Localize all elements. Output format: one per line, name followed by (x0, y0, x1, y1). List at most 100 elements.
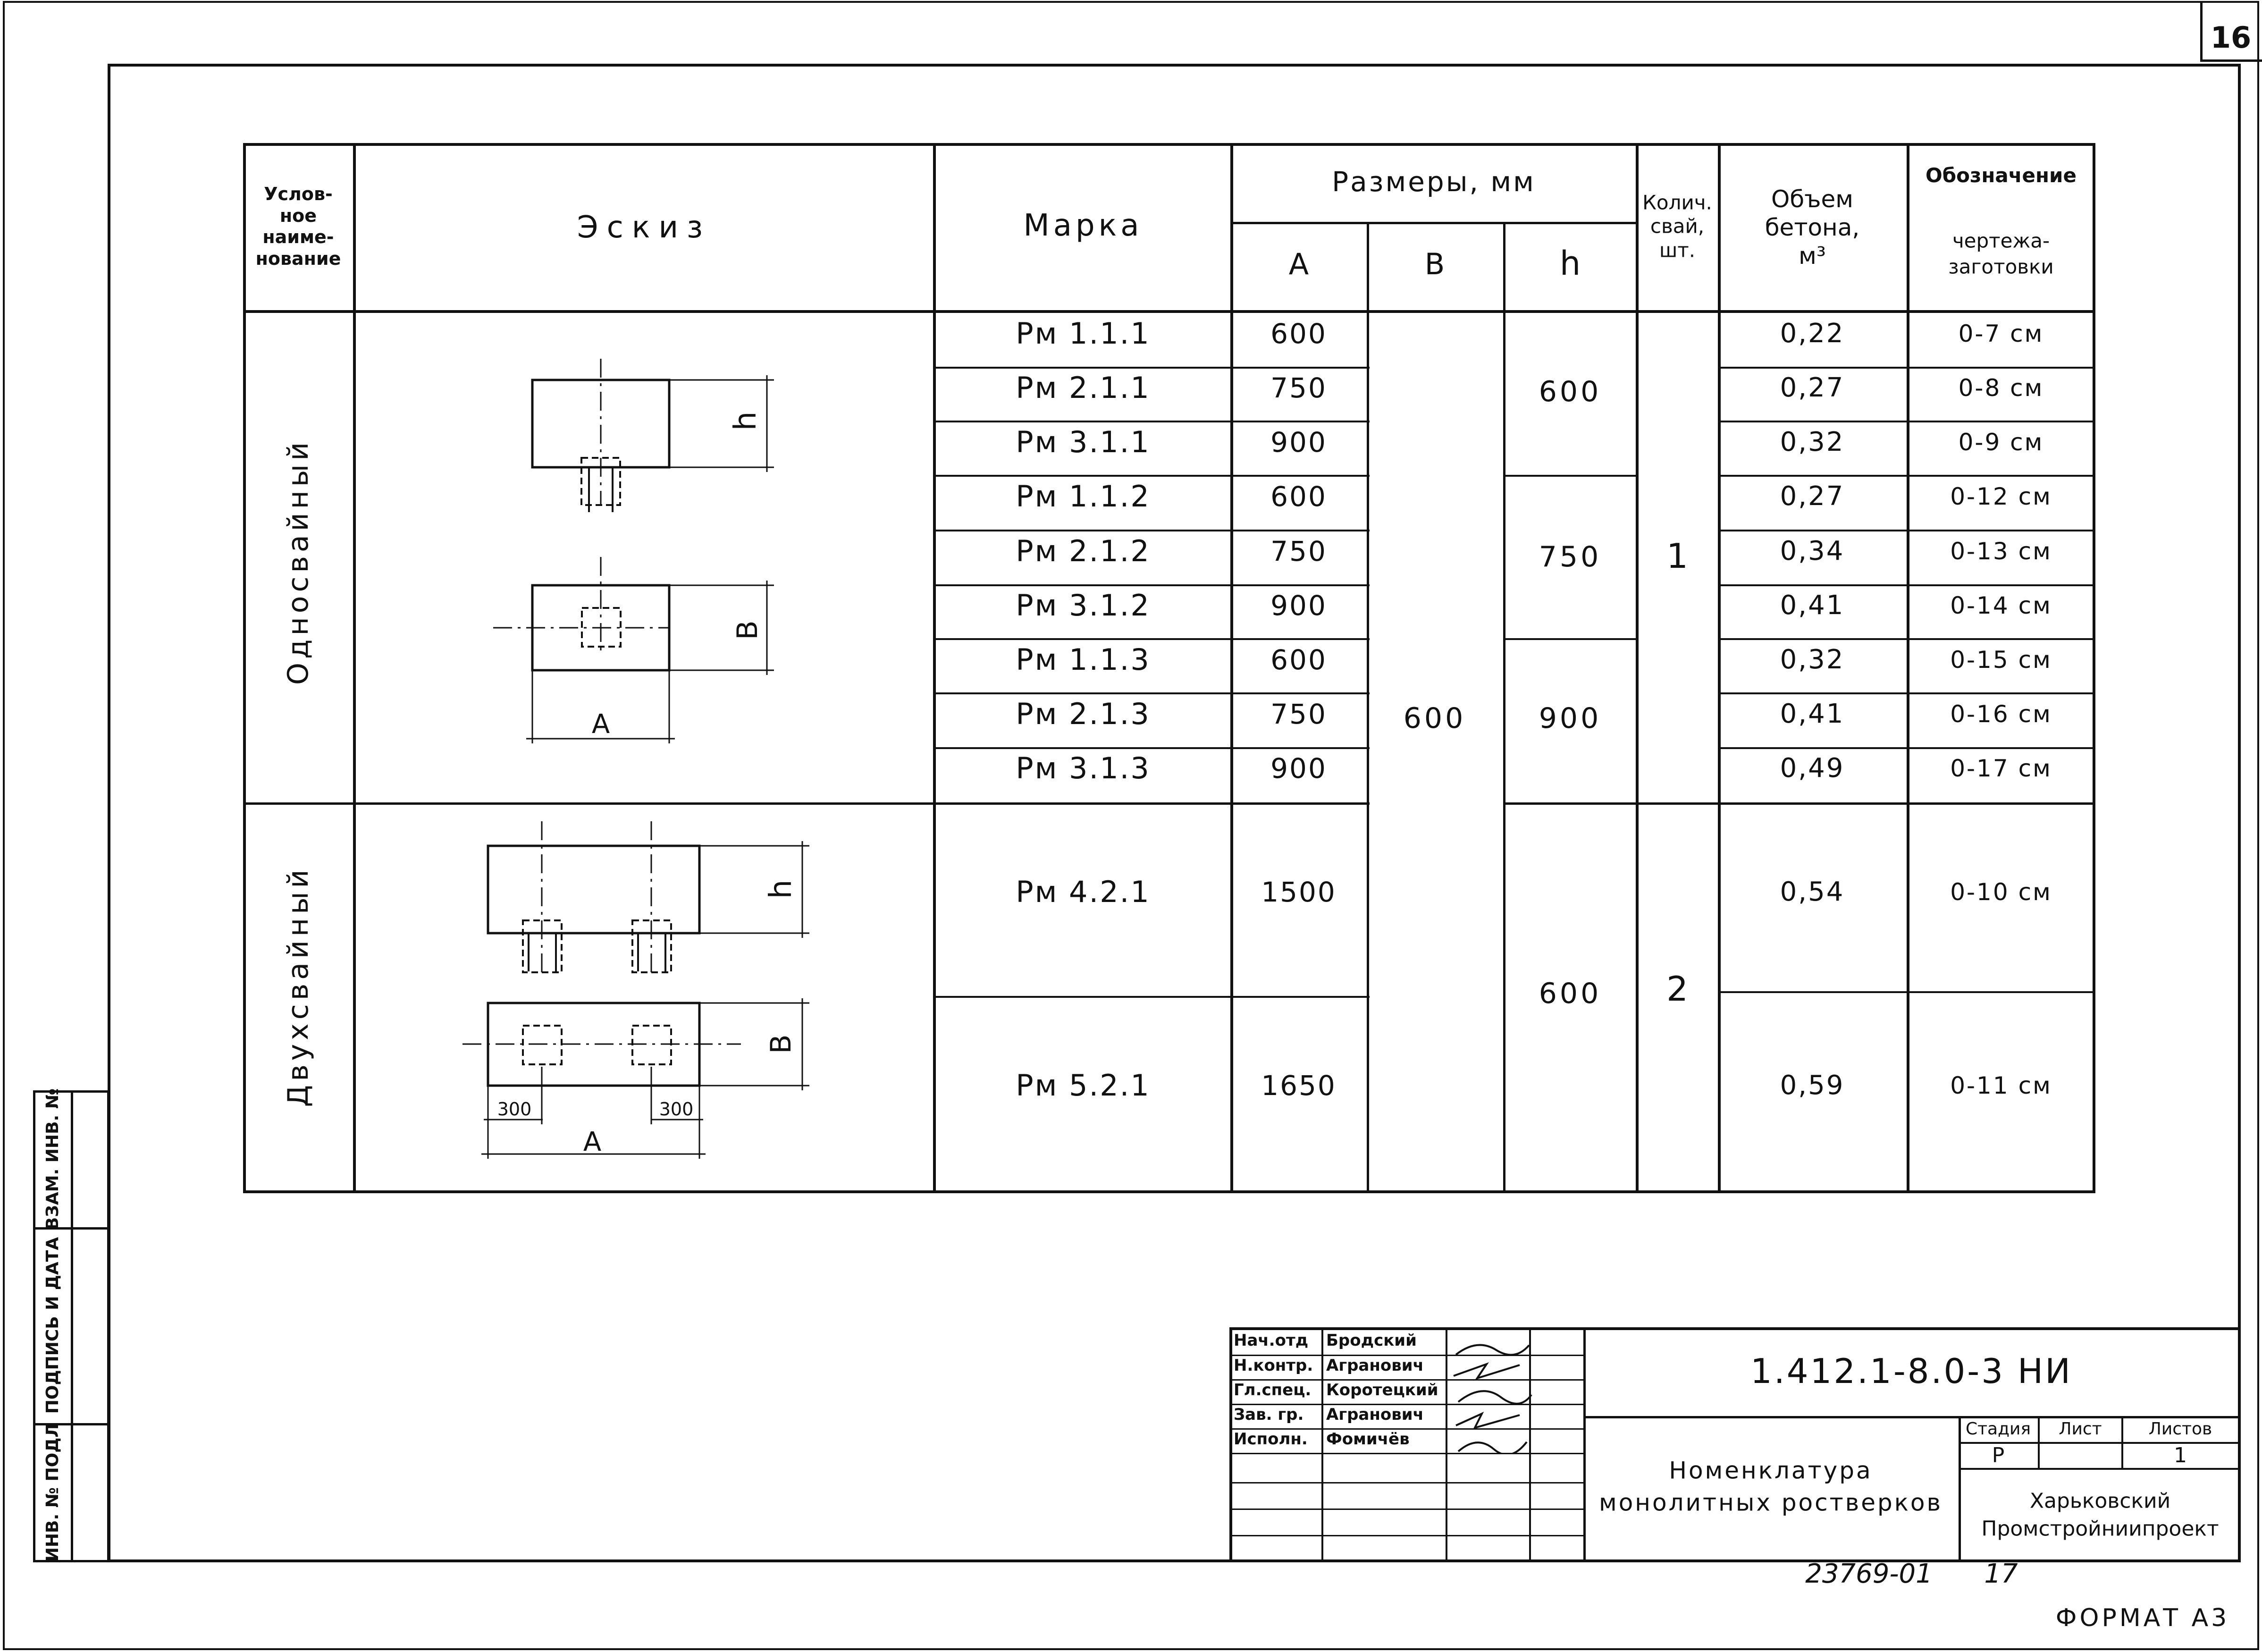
row-volume: 0,49 (1780, 753, 1845, 784)
signature-role: Зав. гр. (1234, 1405, 1304, 1424)
row-volume: 0,34 (1780, 536, 1845, 566)
sketch-single-plan: B A (472, 557, 802, 757)
sketch-double-plan: B A 300 300 (458, 991, 816, 1163)
sketch-label-h: h (728, 411, 763, 431)
piles-double: 2 (1666, 969, 1688, 1009)
outer-frame (3, 1, 2259, 1650)
row-designation: 0-7 см (1958, 320, 2044, 347)
stage-label: Стадия (1965, 1419, 2031, 1439)
sheet-label: Лист (2059, 1419, 2102, 1439)
row-volume: 0,32 (1780, 427, 1845, 457)
signature-scribbles (1453, 1344, 1532, 1454)
signature-name: Агранович (1326, 1405, 1424, 1424)
dim-h-600: 600 (1539, 375, 1602, 408)
sheets-value: 1 (2174, 1443, 2187, 1467)
sketch-label-a: A (591, 709, 610, 740)
stage-value: Р (1992, 1443, 2005, 1467)
archive-page: 17 (1984, 1559, 2018, 1589)
group-name-double: Двухсвайный (282, 866, 315, 1107)
document-title: Номенклатура монолитных ростверков (1599, 1457, 1942, 1517)
row-dim-a: 600 (1270, 644, 1327, 676)
header-dim-b: В (1424, 247, 1445, 281)
row-dim-a: 750 (1270, 535, 1327, 567)
group-name-single: Односвайный (282, 438, 315, 685)
dim-h-750: 750 (1539, 540, 1602, 573)
sketch-double-elevation: h (458, 821, 816, 993)
drawing-frame (108, 64, 2241, 1562)
row-designation: 0-8 см (1958, 374, 2044, 402)
row-mark: Рм 1.1.1 (1016, 316, 1151, 351)
sketch-single-elevation: h (472, 349, 802, 521)
row-dim-a: 600 (1270, 480, 1327, 513)
row-dim-a: 900 (1270, 590, 1327, 622)
sheets-label: Листов (2148, 1419, 2212, 1439)
row-designation: 0-14 см (1950, 592, 2052, 619)
stamp-signature-date: ПОДПИСЬ И ДАТА (43, 1237, 62, 1414)
row-designation: 0-9 см (1958, 429, 2044, 456)
row-mark: Рм 5.2.1 (1016, 1068, 1151, 1103)
header-volume: Объем бетона, м³ (1765, 185, 1860, 270)
sketch-label-b-double: B (765, 1034, 798, 1054)
row-volume: 0,32 (1780, 644, 1845, 675)
format-label: ФОРМАТ А3 (2055, 1604, 2230, 1632)
header-name: Услов- ное наиме- нование (255, 183, 341, 269)
row-designation: 0-10 см (1950, 878, 2052, 906)
sheet-number-divider (2200, 1, 2203, 61)
row-mark: Рм 2.1.2 (1016, 534, 1151, 568)
header-dim-a: А (1288, 247, 1309, 281)
row-dim-a: 1650 (1261, 1070, 1337, 1102)
row-mark: Рм 2.1.3 (1016, 697, 1151, 731)
signature-role: Нач.отд (1234, 1331, 1309, 1350)
signature-name: Фомичёв (1326, 1430, 1410, 1449)
row-volume: 0,41 (1780, 699, 1845, 729)
sheet-number-divider-h (2200, 59, 2262, 62)
piles-single: 1 (1666, 536, 1688, 576)
signature-name: Агранович (1326, 1356, 1424, 1375)
signature-role: Гл.спец. (1234, 1381, 1312, 1399)
header-sketch: Эскиз (577, 210, 712, 245)
stamp-inv-podl: ИНВ. № ПОДЛ (43, 1423, 62, 1562)
dim-h-900: 900 (1539, 702, 1602, 735)
row-volume: 0,27 (1780, 372, 1845, 403)
sketch-label-a-double: A (583, 1127, 602, 1157)
header-dim-h: h (1559, 244, 1581, 283)
header-mark: Марка (1023, 208, 1143, 243)
row-designation: 0-13 см (1950, 538, 2052, 565)
signature-name: Коротецкий (1326, 1381, 1438, 1399)
row-volume: 0,54 (1780, 877, 1845, 907)
row-mark: Рм 4.2.1 (1016, 875, 1151, 909)
signature-role: Н.контр. (1234, 1356, 1313, 1375)
row-volume: 0,59 (1780, 1070, 1845, 1101)
sheet-number: 16 (2210, 20, 2252, 55)
sketch-offset-left: 300 (497, 1099, 532, 1120)
signature-name: Бродский (1326, 1331, 1417, 1350)
row-mark: Рм 3.1.2 (1016, 588, 1151, 623)
row-designation: 0-17 см (1950, 755, 2052, 782)
header-designation-bottom: чертежа- заготовки (1948, 229, 2054, 278)
sketch-label-h-double: h (764, 879, 799, 899)
header-designation-top: Обозначение (1926, 164, 2077, 187)
sketch-label-b: B (731, 620, 764, 640)
row-designation: 0-16 см (1950, 700, 2052, 728)
row-mark: Рм 1.1.3 (1016, 642, 1151, 677)
dim-b-all: 600 (1403, 702, 1466, 735)
row-volume: 0,41 (1780, 590, 1845, 621)
row-designation: 0-15 см (1950, 646, 2052, 674)
row-mark: Рм 2.1.1 (1016, 371, 1151, 405)
header-piles: Колич. свай, шт. (1642, 191, 1712, 262)
row-dim-a: 1500 (1261, 876, 1337, 908)
dim-h-600-double: 600 (1539, 977, 1602, 1010)
header-dims: Размеры, мм (1332, 166, 1536, 198)
stamp-vzam-inv: ВЗАМ. ИНВ. № (43, 1088, 62, 1231)
row-dim-a: 750 (1270, 698, 1327, 730)
row-dim-a: 900 (1270, 752, 1327, 784)
archive-number: 23769-01 (1805, 1559, 1933, 1589)
row-designation: 0-11 см (1950, 1072, 2052, 1099)
row-volume: 0,27 (1780, 481, 1845, 512)
sketch-offset-right: 300 (659, 1099, 694, 1120)
row-mark: Рм 3.1.3 (1016, 751, 1151, 785)
row-mark: Рм 1.1.2 (1016, 479, 1151, 514)
table-border (243, 143, 2095, 1193)
row-mark: Рм 3.1.1 (1016, 425, 1151, 459)
organization: Харьковский Промстройниипроект (1981, 1489, 2219, 1541)
